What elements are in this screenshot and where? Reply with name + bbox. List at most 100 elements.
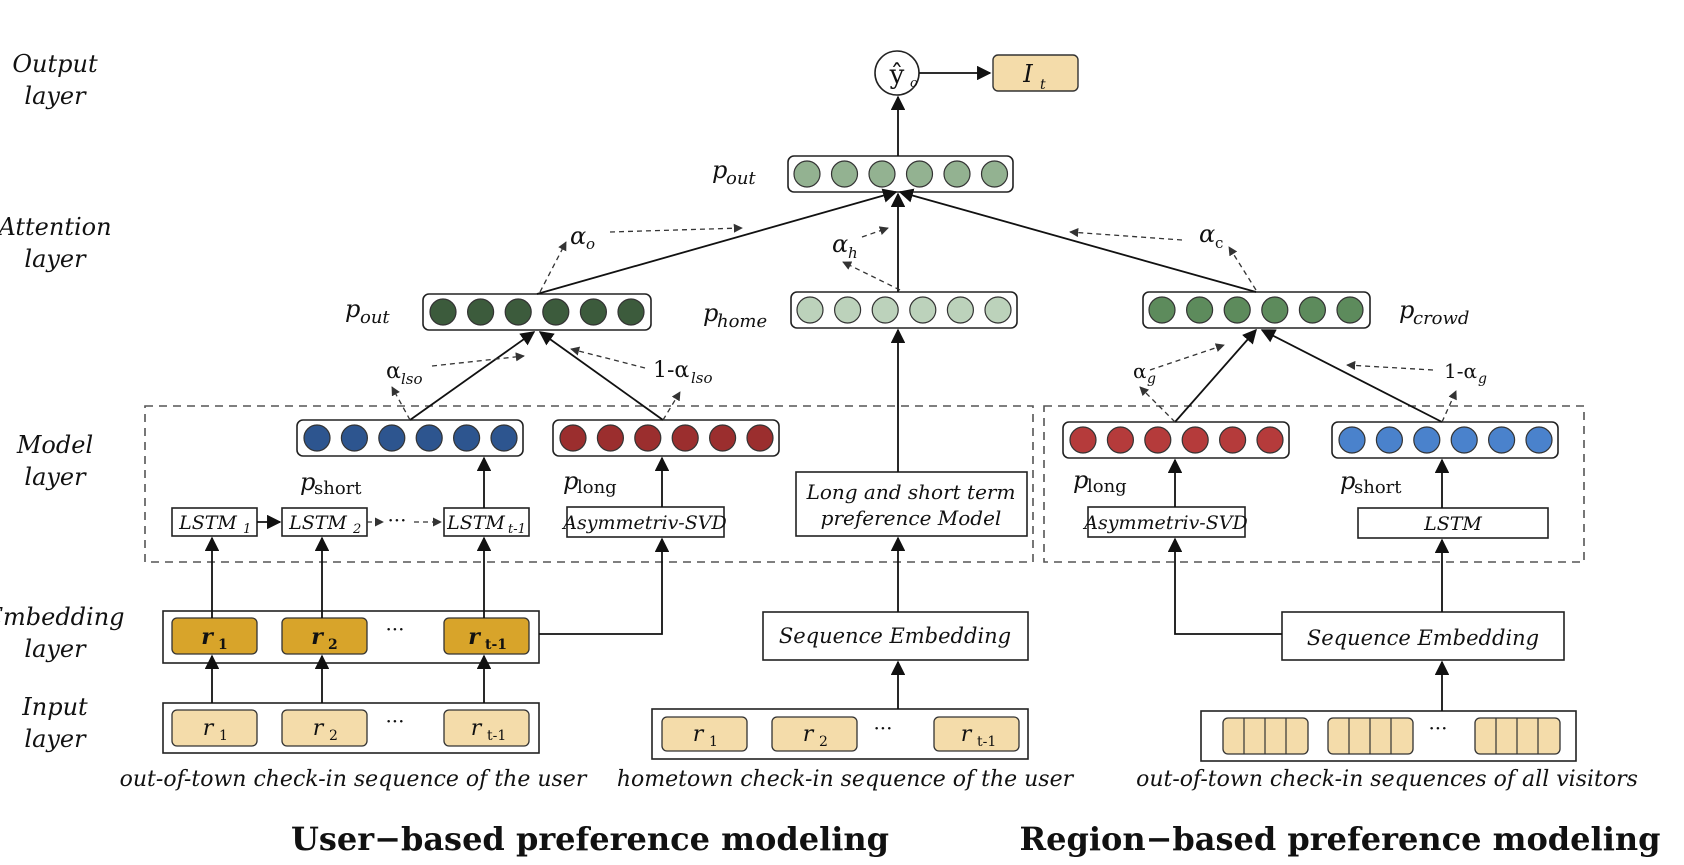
p-long-right-node-2 <box>1106 426 1135 454</box>
asym-svd-left-label: Asymmetriv-SVD <box>561 512 726 534</box>
input-center-r1: r 1 <box>661 716 748 752</box>
lstm-t-label: LSTM <box>446 512 505 534</box>
ls-model-line1: Long and short term <box>806 480 1016 504</box>
input-left-ellipsis: ··· <box>385 709 404 733</box>
embed-r1-label: r <box>201 624 214 650</box>
alpha-c-subscript: c <box>1215 234 1223 252</box>
p-home-label: p <box>703 299 718 327</box>
input-left-r2-subscript: 2 <box>329 728 338 744</box>
seq-embed-right-label: Sequence Embedding <box>1307 626 1539 650</box>
input-center-r1-label: r <box>693 722 705 747</box>
p-crowd-node-2 <box>1185 296 1214 324</box>
embed-r2: r 2 <box>281 617 368 655</box>
p-short-right-node-6 <box>1525 426 1553 454</box>
p-short-left-node-2 <box>340 424 368 452</box>
one-minus-alpha-g-label: 1-α <box>1444 359 1477 383</box>
p-long-left-node-3 <box>634 424 662 452</box>
input-right-group-2 <box>1327 717 1414 755</box>
output-node: ŷ o <box>874 50 920 96</box>
seq-embed-right-box: Sequence Embedding <box>1281 611 1565 661</box>
input-center-rt-rect <box>933 716 1020 752</box>
p-out-top-node-1 <box>793 160 821 188</box>
embedding-layer-label-2: layer <box>24 635 87 663</box>
alpha-o-subscript: o <box>586 235 595 253</box>
p-crowd-node-6 <box>1336 296 1364 324</box>
p-out-top-subscript: out <box>726 168 756 189</box>
p-out-label: p <box>345 295 360 323</box>
input-center-ellipsis: ··· <box>873 716 892 740</box>
p-out-top-label: p <box>712 156 727 184</box>
p-long-right-node-3 <box>1144 426 1172 454</box>
lstm-t-box: LSTM t-1 <box>443 507 530 537</box>
input-left-r2-label: r <box>313 716 325 741</box>
seq-embed-center-box: Sequence Embedding <box>762 611 1029 661</box>
lstm-right-box: LSTM <box>1357 507 1549 539</box>
asym-svd-left-box: Asymmetriv-SVD <box>561 506 727 538</box>
p-short-right-subscript: short <box>1354 477 1402 498</box>
p-home-node-4 <box>909 296 937 324</box>
input-left-rt-rect <box>443 709 530 747</box>
p-out-node-3 <box>504 298 532 326</box>
input-center-rt-subscript: t-1 <box>977 734 996 750</box>
input-center-r2-subscript: 2 <box>819 734 828 750</box>
p-out-node-2 <box>467 298 495 326</box>
model-layer-label-2: layer <box>24 463 87 491</box>
embed-ellipsis: ··· <box>385 617 404 641</box>
p-out-top-node-6 <box>980 160 1009 188</box>
p-out-subscript: out <box>360 307 390 328</box>
p-long-left-label: p <box>563 467 578 495</box>
input-left-rt-label: r <box>471 716 483 741</box>
embed-rt-rect <box>443 617 530 655</box>
p-long-left-node-4 <box>671 424 699 452</box>
input-layer-label-1: Input <box>21 693 88 721</box>
attention-layer-label-1: Attention <box>0 213 112 241</box>
y-hat-symbol: ŷ <box>889 60 905 90</box>
p-out-node-4 <box>542 298 570 326</box>
p-out-top-node-3 <box>868 160 896 188</box>
p-long-right-node-4 <box>1181 426 1209 454</box>
caption-center: hometown check-in sequence of the user <box>617 767 1075 792</box>
p-short-left-node-5 <box>453 424 481 452</box>
embed-r2-subscript: 2 <box>328 637 338 653</box>
p-long-right-node-1 <box>1069 426 1097 454</box>
lstm-2-box: LSTM 2 <box>281 507 368 537</box>
p-short-left-node-6 <box>490 424 518 452</box>
input-left-r1-rect <box>171 709 258 747</box>
embed-r1-subscript: 1 <box>218 637 228 653</box>
p-long-left-node-6 <box>746 424 774 452</box>
alpha-g-subscript: g <box>1147 371 1156 387</box>
p-short-right-label: p <box>1340 467 1355 495</box>
p-long-left-subscript: long <box>577 477 617 498</box>
user-model-dashed-region <box>144 405 1034 563</box>
input-left-r1-label: r <box>203 716 215 741</box>
lstm-ellipsis: ··· <box>387 508 406 532</box>
alpha-h-subscript: h <box>848 244 858 262</box>
lstm-1-subscript: 1 <box>243 522 251 537</box>
p-long-right-subscript: long <box>1087 476 1127 497</box>
p-out-node-1 <box>429 298 457 326</box>
p-home-subscript: home <box>717 311 767 332</box>
p-long-right-label: p <box>1073 466 1088 494</box>
p-long-left-node-1 <box>559 424 587 452</box>
input-center-r2: r 2 <box>771 716 858 752</box>
p-short-right-node-5 <box>1487 426 1516 454</box>
p-short-right-node-3 <box>1413 426 1441 454</box>
p-short-right-node-2 <box>1375 426 1404 454</box>
input-left-rt-subscript: t-1 <box>487 728 506 744</box>
title-user-based: User−based preference modeling <box>291 820 889 858</box>
input-left-r1-subscript: 1 <box>219 728 228 744</box>
input-right-ellipsis: ··· <box>1428 716 1447 740</box>
vector-p-home <box>790 291 1018 329</box>
model-layer-label-1: Model <box>16 431 93 459</box>
embed-rt-label: r <box>468 624 481 650</box>
alpha-lso-label: α <box>386 359 401 384</box>
p-long-left-node-2 <box>596 424 625 452</box>
one-minus-alpha-g-subscript: g <box>1478 371 1487 387</box>
p-home-node-6 <box>984 296 1012 324</box>
input-center-rt: r t-1 <box>933 716 1020 752</box>
result-label: I <box>1022 60 1033 88</box>
p-crowd-node-4 <box>1261 296 1289 324</box>
p-short-left-node-1 <box>303 424 331 452</box>
result-box: I t <box>992 54 1079 93</box>
